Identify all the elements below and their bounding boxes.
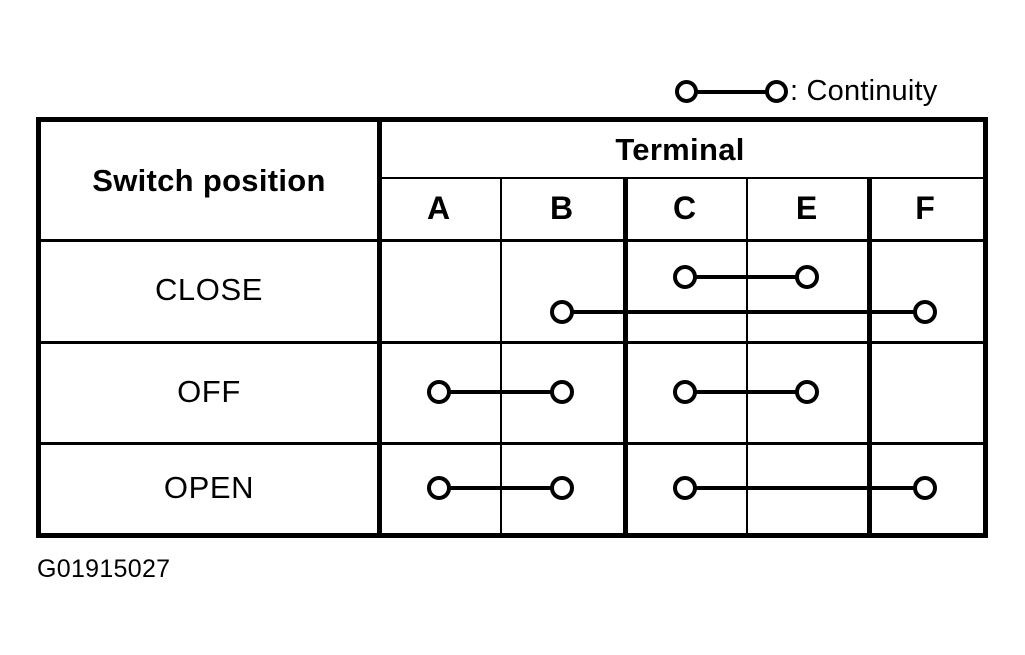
header-terminal-b: B	[549, 189, 574, 226]
column-divider-b-c	[623, 177, 628, 533]
continuity-line-open-CF	[684, 485, 925, 490]
continuity-dot-open-C	[672, 475, 697, 500]
row-divider-terminal-letters	[377, 177, 983, 179]
continuity-symbol-dot-right	[765, 80, 788, 103]
continuity-dot-off-C	[672, 379, 697, 404]
header-terminal-a: A	[426, 189, 451, 226]
continuity-dot-off-A	[426, 379, 451, 404]
continuity-symbol-dot-left	[675, 80, 698, 103]
continuity-dot-open-F	[913, 475, 937, 500]
column-divider-e-f	[867, 177, 872, 533]
continuity-dot-open-A	[426, 475, 451, 500]
continuity-dot-close-E	[794, 264, 819, 289]
legend-label: : Continuity	[790, 74, 938, 107]
continuity-table: Switch position Terminal A B C E F CLOSE…	[36, 117, 988, 538]
row-divider-header-close	[41, 239, 983, 242]
row-label-close: CLOSE	[154, 272, 264, 307]
row-label-open: OPEN	[163, 469, 255, 505]
header-terminal-c: C	[672, 189, 697, 226]
column-divider-c-e	[746, 177, 748, 533]
row-divider-off-open	[41, 442, 983, 445]
header-terminal-e: E	[795, 189, 818, 226]
continuity-dot-off-E	[794, 379, 819, 404]
legend: : Continuity	[672, 68, 937, 116]
continuity-dot-close-C	[672, 264, 697, 289]
row-divider-close-off	[41, 341, 983, 344]
row-label-off: OFF	[177, 373, 241, 409]
header-terminal-f: F	[915, 189, 935, 226]
continuity-dot-open-B	[549, 475, 574, 500]
column-divider-a-b	[500, 177, 502, 533]
column-divider-switch-terminal	[377, 122, 382, 533]
continuity-dot-close-F	[913, 300, 937, 325]
figure-caption: G01915027	[37, 555, 171, 583]
continuity-dot-close-B	[549, 300, 574, 325]
continuity-symbol-icon	[672, 79, 788, 105]
continuity-symbol-line	[687, 90, 777, 94]
header-terminal: Terminal	[615, 131, 745, 167]
header-switch-position: Switch position	[92, 162, 326, 198]
continuity-dot-off-B	[549, 379, 574, 404]
